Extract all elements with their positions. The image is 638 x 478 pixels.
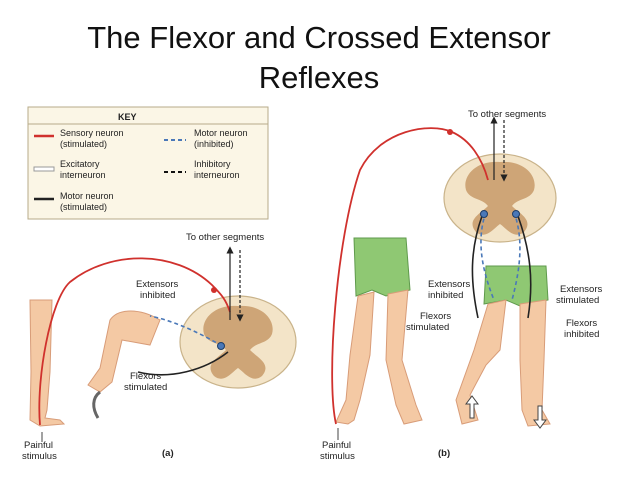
sensory-ganglion-b — [447, 129, 453, 135]
up-arrow-b — [465, 395, 479, 419]
flexed-leg-right-b — [455, 299, 507, 425]
key-item-1-line2: (stimulated) — [60, 139, 107, 149]
key-item-5-line2: interneuron — [194, 170, 240, 180]
key-item-2-line1: Excitatory — [60, 159, 100, 169]
key-item-4-line2: (inhibited) — [194, 139, 234, 149]
sensory-ganglion-a — [211, 287, 217, 293]
label-flexors-stimulated-a-1: Flexors — [130, 371, 161, 382]
motor-cell-right-b — [512, 210, 520, 218]
panel-a: To other segments Extensors inhibited Fl… — [22, 232, 297, 462]
motor-neuron-inhibited-left-b — [480, 211, 495, 301]
sensory-neuron-b — [331, 127, 489, 425]
key-item-4-line1: Motor neuron — [194, 128, 248, 138]
key-box: KEY Sensory neuron (stimulated) Excitato… — [27, 106, 269, 220]
key-item-3-line1: Motor neuron — [60, 191, 114, 201]
label-to-other-segments-b: To other segments — [468, 109, 546, 120]
standing-leg-right-b — [519, 299, 551, 427]
label-extensors-stimulated-b-1: Extensors — [560, 284, 602, 295]
label-painful-stimulus-b-1: Painful — [322, 440, 351, 451]
shorts-left-b — [353, 237, 411, 297]
label-flexors-inhibited-b-1: Flexors — [566, 318, 597, 329]
sensory-neuron-a — [38, 257, 231, 426]
label-to-other-segments-a: To other segments — [186, 232, 264, 243]
motor-cell-left-b — [480, 210, 488, 218]
motor-neuron-inhibited-a — [149, 315, 223, 347]
label-panel-b: (b) — [438, 448, 450, 459]
slide-title-line-2: Reflexes — [258, 60, 380, 95]
motor-neuron-stimulated-a — [137, 351, 229, 376]
label-flexors-stimulated-a-2: stimulated — [124, 382, 167, 393]
label-flexors-stimulated-b-1: Flexors — [420, 311, 451, 322]
motor-cell-a — [217, 342, 225, 350]
key-heading: KEY — [118, 112, 137, 122]
motor-neuron-inhibited-right-b — [511, 211, 521, 301]
lifted-leg-left-b — [385, 289, 423, 425]
flexed-leg-a — [87, 310, 161, 393]
label-flexors-stimulated-b-2: stimulated — [406, 322, 449, 333]
motor-neuron-stimulated-left-b — [471, 215, 483, 319]
label-extensors-inhibited-b-1: Extensors — [428, 279, 470, 290]
withdrawal-arrow-a — [92, 390, 101, 419]
label-extensors-inhibited-b-2: inhibited — [428, 290, 463, 301]
grey-matter-a — [203, 305, 273, 379]
key-item-3-line2: (stimulated) — [60, 202, 107, 212]
shorts-right-b — [483, 265, 549, 307]
key-item-2-line2: interneuron — [60, 170, 106, 180]
label-extensors-stimulated-b-2: stimulated — [556, 295, 599, 306]
standing-leg-a — [29, 299, 66, 427]
label-painful-stimulus-a-1: Painful — [24, 440, 53, 451]
key-item-5-line1: Inhibitory — [194, 159, 231, 169]
key-item-1-line1: Sensory neuron — [60, 128, 124, 138]
key-excitatory-swatch — [33, 166, 55, 172]
label-extensors-inhibited-a-2: inhibited — [140, 290, 175, 301]
label-panel-a: (a) — [162, 448, 174, 459]
slide-title-line-1: The Flexor and Crossed Extensor — [87, 20, 551, 55]
motor-neuron-stimulated-right-b — [517, 215, 532, 319]
label-flexors-inhibited-b-2: inhibited — [564, 329, 599, 340]
standing-leg-left-b — [335, 291, 375, 425]
label-painful-stimulus-a-2: stimulus — [22, 451, 57, 462]
panel-b: To other segments Extensors inhibited Fl… — [320, 109, 602, 462]
grey-matter-b — [465, 161, 535, 235]
label-painful-stimulus-b-2: stimulus — [320, 451, 355, 462]
down-arrow-b — [533, 405, 547, 429]
label-extensors-inhibited-a-1: Extensors — [136, 279, 178, 290]
